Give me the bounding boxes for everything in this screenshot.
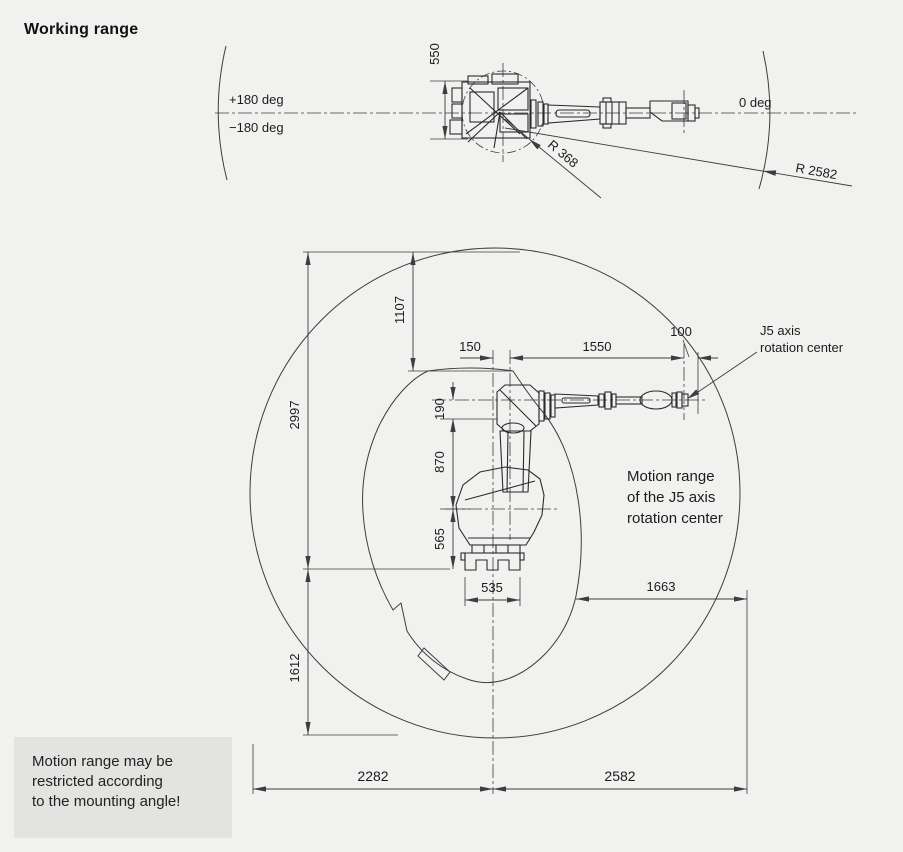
note-line-2: restricted according [32, 773, 163, 790]
dim-floor: 2282 2582 [252, 744, 747, 794]
j5-axis-label-line1: J5 axis [760, 323, 801, 338]
dim-550-text: 550 [427, 43, 442, 65]
dim-565-text: 565 [432, 528, 447, 550]
top-view: 550 +180 deg −180 deg 0 deg R 368 R 2582 [215, 43, 858, 199]
dim-2582-text: 2582 [604, 768, 635, 784]
dim-870: 870 [432, 419, 470, 510]
robot-side-view [455, 384, 689, 571]
motion-range-line3: rotation center [627, 510, 723, 527]
dim-150-text: 150 [459, 339, 481, 354]
dim-565: 565 [432, 509, 456, 569]
dim-150: 150 [459, 339, 493, 361]
label-minus-180: −180 deg [229, 120, 284, 135]
dim-1107-text: 1107 [392, 296, 407, 324]
dim-190: 190 [432, 382, 497, 437]
left-limit-arc [217, 45, 228, 181]
dim-1663-text: 1663 [647, 579, 676, 594]
right-limit-arc [758, 50, 771, 190]
label-0-deg: 0 deg [739, 95, 772, 110]
note-line-3: to the mounting angle! [32, 793, 181, 810]
motion-range-annotation: Motion range of the J5 axis rotation cen… [627, 468, 723, 527]
dim-1663: 1663 [576, 579, 748, 794]
label-r2582: R 2582 [794, 160, 838, 182]
label-r368: R 368 [545, 137, 581, 171]
dim-1550: 1550 [510, 339, 684, 361]
dim-1107: 1107 [392, 252, 416, 371]
j5-axis-leader: J5 axis rotation center [687, 323, 844, 399]
dim-1612: 1612 [287, 569, 311, 735]
motion-range-line2: of the J5 axis [627, 489, 715, 506]
envelope-notch [417, 647, 451, 681]
dim-190-text: 190 [432, 398, 447, 420]
note-line-1: Motion range may be [32, 753, 173, 770]
dim-535: 535 [464, 577, 521, 606]
mounting-angle-note: Motion range may be restricted according… [14, 737, 232, 838]
motion-range-line1: Motion range [627, 468, 715, 485]
dim-2282-text: 2282 [357, 768, 388, 784]
dim-2997: 2997 [287, 252, 311, 569]
leader-r2582: R 2582 [504, 127, 853, 187]
dim-100-text: 100 [670, 324, 692, 339]
dim-550: 550 [427, 43, 468, 140]
dim-870-text: 870 [432, 451, 447, 473]
dim-100: 100 [670, 324, 718, 361]
label-plus-180: +180 deg [229, 92, 284, 107]
dim-1550-text: 1550 [583, 339, 612, 354]
outer-envelope-circle [249, 247, 741, 739]
dim-1612-text: 1612 [287, 654, 302, 683]
dim-535-text: 535 [481, 580, 503, 595]
robot-top-view [449, 63, 700, 162]
j5-motion-range-curve [362, 367, 582, 683]
j5-axis-label-line2: rotation center [760, 340, 844, 355]
side-view: 2997 1612 1107 190 870 [249, 247, 844, 794]
page-title: Working range [24, 21, 139, 38]
dim-2997-text: 2997 [287, 401, 302, 430]
